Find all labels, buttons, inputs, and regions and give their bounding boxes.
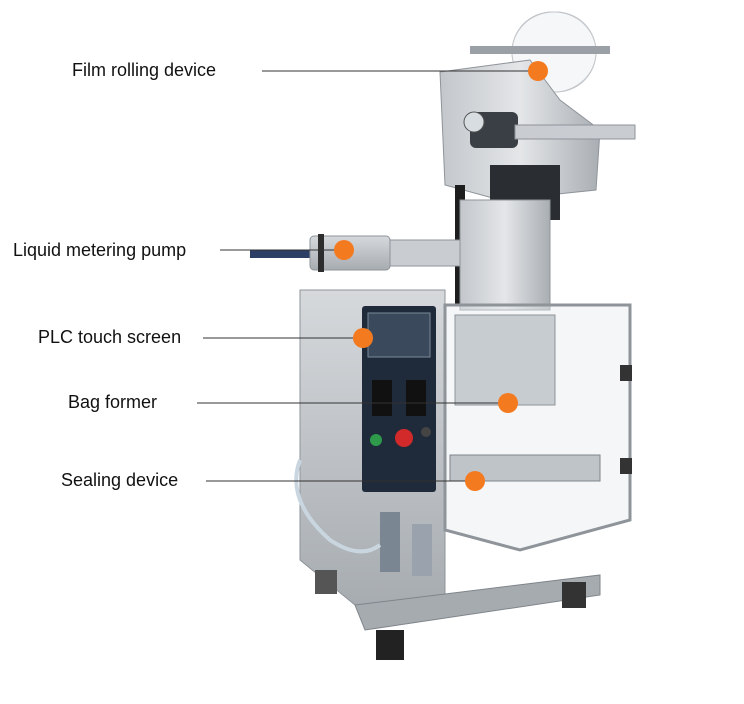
control-cabinet (299, 289, 446, 606)
label-liquid-metering-pump: Liquid metering pump (13, 240, 187, 260)
callout-dot-sealing (465, 471, 485, 491)
forming-column (459, 199, 551, 311)
sealing-chamber (443, 303, 632, 552)
callout-dot-plc-screen (353, 328, 373, 348)
liquid-pump (250, 234, 461, 272)
callout-dot-liquid-pump (334, 240, 354, 260)
label-bag-former: Bag former (68, 392, 158, 412)
label-sealing-device: Sealing device (61, 470, 179, 490)
leader-lines (197, 70, 538, 482)
callout-dot-film-rolling (528, 61, 548, 81)
label-plc-touch-screen: PLC touch screen (38, 327, 182, 347)
callout-dot-bag-former (498, 393, 518, 413)
label-film-rolling-device: Film rolling device (72, 60, 217, 80)
callout-dots (334, 61, 548, 491)
machine-base (315, 570, 601, 660)
